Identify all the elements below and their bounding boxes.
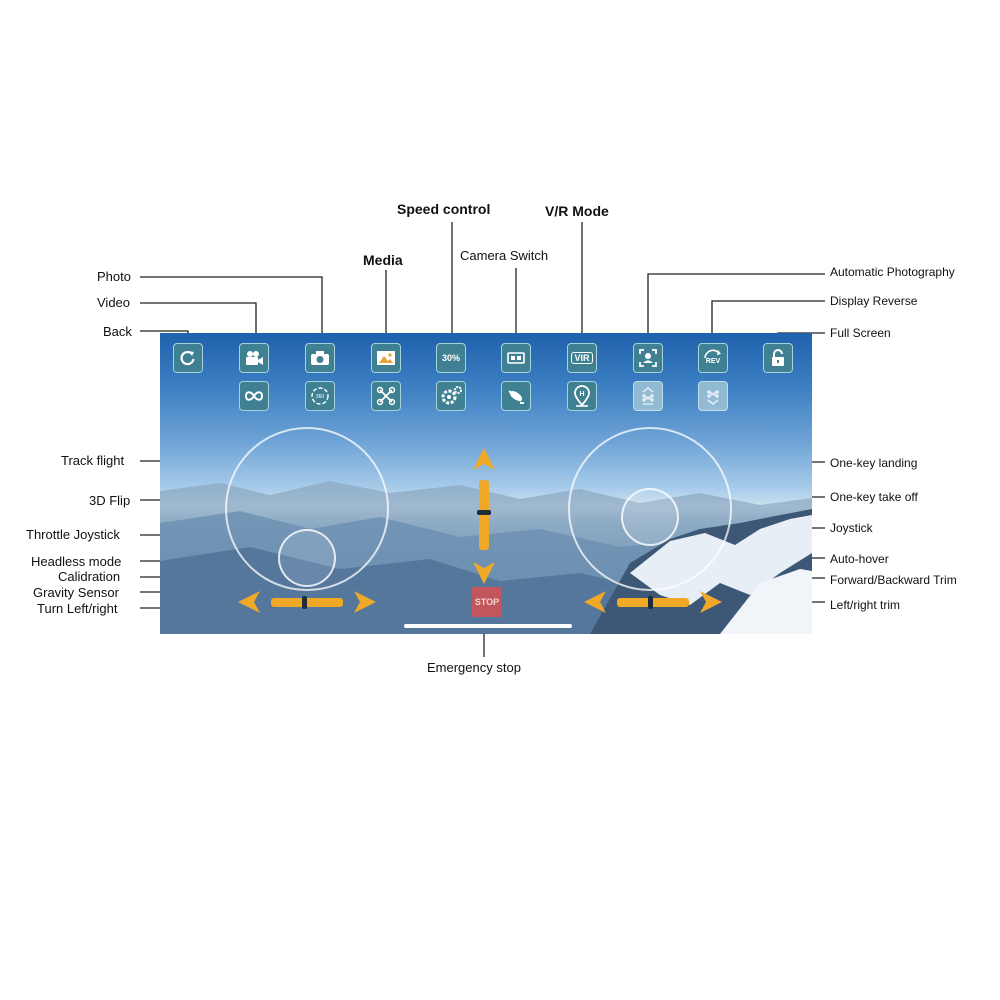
turn-left-right-trim[interactable] xyxy=(238,589,376,615)
trim-right-arrow-icon xyxy=(700,591,722,613)
gravity-sensor-button[interactable] xyxy=(501,381,531,411)
lock-icon xyxy=(772,349,784,366)
label-photo: Photo xyxy=(97,269,131,284)
trim-up-arrow-icon xyxy=(473,448,495,470)
photo-button[interactable] xyxy=(305,343,335,373)
automatic-photography-button[interactable] xyxy=(633,343,663,373)
picture-icon xyxy=(377,351,395,365)
label-camera-switch: Camera Switch xyxy=(460,248,549,263)
trim-left-arrow-icon xyxy=(238,591,260,613)
trim-left-arrow-icon xyxy=(584,591,606,613)
stop-text: STOP xyxy=(474,597,500,607)
direction-joystick-ring[interactable] xyxy=(568,427,732,591)
hover-icon: H xyxy=(574,385,590,407)
label-throttle-joystick: Throttle Joystick xyxy=(26,527,120,542)
landing-icon xyxy=(707,390,719,406)
direction-joystick-knob[interactable] xyxy=(621,488,679,546)
forward-backward-trim[interactable] xyxy=(471,448,497,584)
reverse-icon: REV xyxy=(704,349,721,365)
gear-icon xyxy=(441,386,462,405)
svg-text:360: 360 xyxy=(316,394,325,400)
3d-flip-button[interactable]: 360 xyxy=(305,381,335,411)
auto-hover-button[interactable]: H xyxy=(567,381,597,411)
vr-icon: VIR xyxy=(571,352,593,364)
label-video: Video xyxy=(97,295,131,310)
label-full-screen: Full Screen xyxy=(830,326,891,340)
track-flight-button[interactable] xyxy=(239,381,269,411)
label-automatic-photography: Automatic Photography xyxy=(830,265,955,279)
camera-switch-button[interactable] xyxy=(501,343,531,373)
label-auto-hover: Auto-hover xyxy=(830,552,889,566)
display-reverse-button[interactable]: REV xyxy=(698,343,728,373)
label-track-flight: Track flight xyxy=(61,453,125,468)
gravity-icon xyxy=(508,390,524,404)
label-speed-control: Speed control xyxy=(397,201,491,217)
auto-photo-icon xyxy=(639,349,657,367)
label-left-right-trim: Left/right trim xyxy=(830,598,901,612)
drone-control-screen: 30% VIR REV 360 H xyxy=(160,333,812,634)
vr-mode-button[interactable]: VIR xyxy=(567,343,597,373)
label-gravity-sensor: Gravity Sensor xyxy=(33,585,119,600)
flip-icon: 360 xyxy=(311,387,329,405)
trim-down-arrow-icon xyxy=(473,562,495,584)
label-joystick: Joystick xyxy=(830,521,873,535)
media-button[interactable] xyxy=(371,343,401,373)
video-button[interactable] xyxy=(239,343,269,373)
trim-indicator xyxy=(648,596,653,609)
one-key-take-off-button[interactable] xyxy=(633,381,663,411)
camera-icon xyxy=(311,351,329,365)
trim-indicator xyxy=(477,510,491,515)
label-emergency-stop: Emergency stop xyxy=(427,660,521,675)
camera-switch-icon xyxy=(507,352,525,364)
label-3d-flip: 3D Flip xyxy=(89,493,131,508)
one-key-landing-button[interactable] xyxy=(698,381,728,411)
label-turn-left-right: Turn Left/right xyxy=(37,601,118,616)
throttle-joystick-ring[interactable] xyxy=(225,427,389,591)
home-indicator xyxy=(404,624,572,628)
headless-icon xyxy=(376,386,396,406)
headless-mode-button[interactable] xyxy=(371,381,401,411)
label-headless-mode: Headless mode xyxy=(31,554,122,569)
label-vr-mode: V/R Mode xyxy=(545,203,609,219)
trim-right-arrow-icon xyxy=(354,591,376,613)
label-display-reverse: Display Reverse xyxy=(830,294,918,308)
full-screen-button[interactable] xyxy=(763,343,793,373)
label-media: Media xyxy=(363,252,403,268)
left-right-trim[interactable] xyxy=(584,589,722,615)
label-forward-backward-trim: Forward/Backward Trim xyxy=(830,573,957,587)
takeoff-icon xyxy=(642,386,654,405)
video-camera-icon xyxy=(246,351,263,365)
emergency-stop-button[interactable]: STOP xyxy=(472,587,502,617)
rev-text: REV xyxy=(706,358,721,365)
refresh-icon xyxy=(180,351,195,366)
calibration-button[interactable] xyxy=(436,381,466,411)
throttle-joystick-knob[interactable] xyxy=(278,529,336,587)
speed-value: 30% xyxy=(441,353,460,363)
svg-text:H: H xyxy=(579,391,584,398)
back-button[interactable] xyxy=(173,343,203,373)
label-calibration: Calidration xyxy=(58,569,121,584)
label-back: Back xyxy=(103,324,132,339)
track-icon xyxy=(244,391,264,401)
label-one-key-take-off: One-key take off xyxy=(830,490,918,504)
label-one-key-landing: One-key landing xyxy=(830,456,918,470)
speed-control-button[interactable]: 30% xyxy=(436,343,466,373)
trim-indicator xyxy=(302,596,307,609)
